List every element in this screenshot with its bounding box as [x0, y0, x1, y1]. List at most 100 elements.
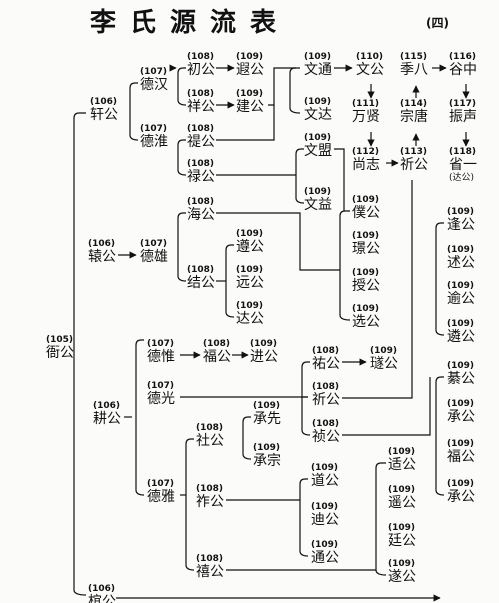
person-name: 社公 [196, 433, 224, 449]
generation-number: (108) [187, 159, 215, 169]
person-node: (111)万贤 [352, 100, 380, 125]
bracket-connector [73, 112, 87, 596]
generation-number: (106) [88, 584, 116, 594]
person-node: (109)授公 [352, 269, 380, 294]
person-name: 万贤 [352, 109, 380, 125]
bracket-connector [289, 67, 301, 114]
generation-number: (109) [311, 540, 339, 550]
person-name: 椬公 [88, 594, 116, 603]
generation-number: (109) [352, 195, 380, 205]
generation-number: (109) [304, 133, 332, 143]
generation-number: (108) [312, 419, 340, 429]
person-node: (108)祐公 [312, 346, 340, 372]
person-name: 轩公 [90, 107, 118, 123]
bracket-connector [216, 212, 340, 271]
person-name: 祈公 [400, 157, 428, 173]
generation-number: (108) [196, 423, 224, 433]
generation-number: (109) [447, 361, 475, 371]
person-node: (107)德光 [147, 381, 175, 407]
person-node: (109)僕公 [352, 195, 380, 221]
bracket-connector [435, 376, 445, 496]
person-node: (109)承先 [253, 402, 281, 427]
person-name: 逢公 [447, 217, 475, 233]
person-node: (106)椬公 [88, 585, 116, 603]
person-name: 道公 [311, 473, 339, 489]
person-node: (109)遂公 [388, 560, 416, 585]
person-node: (109)通公 [311, 540, 339, 566]
generation-number: (109) [236, 52, 264, 62]
person-name: 承宗 [253, 453, 281, 469]
person-name: 承先 [253, 411, 281, 427]
generation-number: (108) [187, 124, 215, 134]
person-node: (108)禧公 [196, 554, 224, 580]
person-node: (109)遴公 [447, 320, 475, 345]
person-name: 祐公 [312, 356, 340, 372]
person-name: 福公 [203, 349, 231, 365]
generation-number: (107) [147, 381, 175, 391]
person-name: 德淮 [140, 134, 168, 150]
bracket-connector [242, 416, 252, 460]
generation-number: (109) [388, 485, 416, 495]
person-node: (105)衙公 [46, 335, 74, 361]
person-node: (109)适公 [388, 448, 416, 473]
generation-number: (108) [187, 197, 215, 207]
person-name: 福公 [447, 449, 475, 465]
person-node: (107)德汉 [140, 68, 168, 93]
person-name: 适公 [388, 457, 416, 473]
generation-number: (117) [449, 99, 477, 109]
person-node: (106)耕公 [93, 402, 121, 427]
generation-number: (107) [147, 479, 175, 489]
bracket-connector [268, 67, 296, 106]
person-name: 祈公 [312, 392, 340, 408]
person-node: (116)谷中 [449, 53, 477, 78]
person-name: 省一 [449, 157, 477, 173]
person-name: 达公 [236, 311, 264, 327]
generation-number: (108) [312, 346, 340, 356]
generation-number: (109) [447, 207, 475, 217]
person-node: (108)社公 [196, 423, 224, 449]
person-node: (109)文达 [304, 98, 332, 123]
person-node: (108)初公 [187, 52, 215, 78]
person-node: (108)祚公 [196, 485, 224, 510]
generation-number: (109) [311, 502, 339, 512]
person-name: 祚公 [196, 494, 224, 510]
generation-number: (108) [187, 52, 215, 62]
person-name: 德雄 [140, 249, 168, 265]
person-name: 选公 [352, 314, 380, 330]
person-node: (108)祥公 [187, 90, 215, 115]
person-name: 文益 [304, 197, 332, 213]
bracket-connector [334, 148, 345, 211]
person-name: 文公 [356, 62, 384, 78]
person-node: (109)道公 [311, 464, 339, 489]
person-name: 祯公 [312, 429, 340, 445]
generation-number: (109) [250, 339, 278, 349]
person-name: 逾公 [447, 291, 475, 307]
person-name: 进公 [250, 349, 278, 365]
person-name: 通公 [311, 550, 339, 566]
person-name: 迪公 [311, 512, 339, 528]
generation-number: (108) [196, 554, 224, 564]
bracket-connector [135, 339, 145, 496]
person-name: 璟公 [352, 241, 380, 257]
generation-number: (109) [352, 304, 380, 314]
person-node: (108)祈公 [312, 383, 340, 408]
page-subtitle: (四) [426, 16, 449, 30]
person-node: (109)远公 [236, 265, 264, 291]
person-name: 禄公 [187, 169, 215, 185]
generation-number: (118) [449, 147, 477, 157]
person-name: 耕公 [93, 411, 121, 427]
bracket-connector [299, 478, 309, 557]
person-node: (109)逾公 [447, 281, 475, 307]
person-node: (107)德雅 [147, 479, 175, 505]
generation-number: (105) [46, 335, 74, 345]
generation-number: (110) [356, 52, 384, 62]
person-node: (109)文通 [304, 53, 332, 78]
person-name: 璲公 [370, 356, 398, 372]
person-name: 初公 [187, 62, 215, 78]
person-node: (106)轩公 [90, 97, 118, 123]
generation-number: (109) [447, 281, 475, 291]
generation-number: (109) [236, 265, 264, 275]
generation-number: (108) [203, 339, 231, 349]
person-node: (106)辕公 [88, 240, 116, 265]
generation-number: (106) [90, 97, 118, 107]
